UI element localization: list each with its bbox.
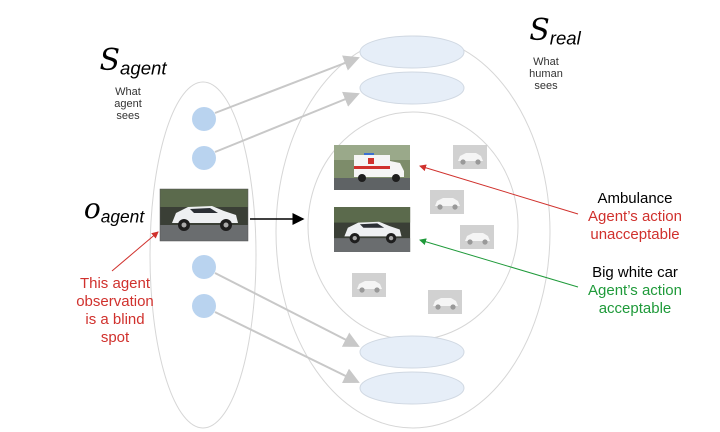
o-agent-label: oagent bbox=[74, 192, 154, 227]
agent-state-4 bbox=[192, 294, 216, 318]
agent-state-3 bbox=[192, 255, 216, 279]
big-white-car-status: Agent’s action acceptable bbox=[588, 282, 682, 317]
s-agent-label: Sagent bbox=[78, 44, 188, 79]
agent-state-2 bbox=[192, 146, 216, 170]
mapping-arrow-2 bbox=[214, 91, 360, 153]
blind-spot-pointer bbox=[111, 231, 159, 272]
s-agent-caption: What agent sees bbox=[114, 86, 142, 123]
ambulance-annotation: Ambulance Agent’s action unacceptable bbox=[565, 190, 705, 244]
real-state-2 bbox=[359, 71, 465, 105]
faded-car-5 bbox=[428, 290, 462, 314]
faded-car-2 bbox=[430, 190, 464, 214]
s-real-caption: What human sees bbox=[529, 56, 563, 93]
real-state-3 bbox=[359, 335, 465, 369]
real-state-4 bbox=[359, 371, 465, 405]
agent-state-1 bbox=[192, 107, 216, 131]
faded-car-4 bbox=[352, 273, 386, 297]
mapping-arrow-1 bbox=[214, 55, 360, 114]
ambulance-status: Agent’s action unacceptable bbox=[588, 208, 682, 243]
big-white-car-image bbox=[334, 207, 411, 252]
ambulance-pointer bbox=[419, 164, 579, 215]
faded-car-3 bbox=[460, 225, 494, 249]
s-agent-subscript: agent bbox=[120, 57, 167, 79]
ambulance-image bbox=[334, 145, 410, 190]
s-agent-symbol: S bbox=[99, 43, 121, 78]
blind-spot-note: This agent observation is a blind spot bbox=[76, 275, 154, 346]
big-white-car-pointer bbox=[419, 238, 579, 288]
agent-observation-car-image bbox=[159, 188, 249, 242]
real-state-1 bbox=[359, 35, 465, 69]
mapping-arrow-4 bbox=[214, 311, 360, 384]
s-real-subscript: real bbox=[549, 27, 581, 49]
mapping-arrow-3 bbox=[214, 272, 360, 347]
ambulance-title: Ambulance bbox=[597, 190, 673, 207]
o-agent-symbol: o bbox=[83, 192, 101, 225]
agent-state-space-ellipse bbox=[149, 81, 257, 429]
faded-car-1 bbox=[453, 145, 487, 169]
s-real-label: Sreal bbox=[510, 14, 600, 49]
big-white-car-annotation: Big white car Agent’s action acceptable bbox=[565, 264, 705, 318]
o-agent-subscript: agent bbox=[100, 206, 145, 227]
big-white-car-title: Big white car bbox=[592, 264, 678, 281]
s-real-symbol: S bbox=[529, 13, 550, 48]
